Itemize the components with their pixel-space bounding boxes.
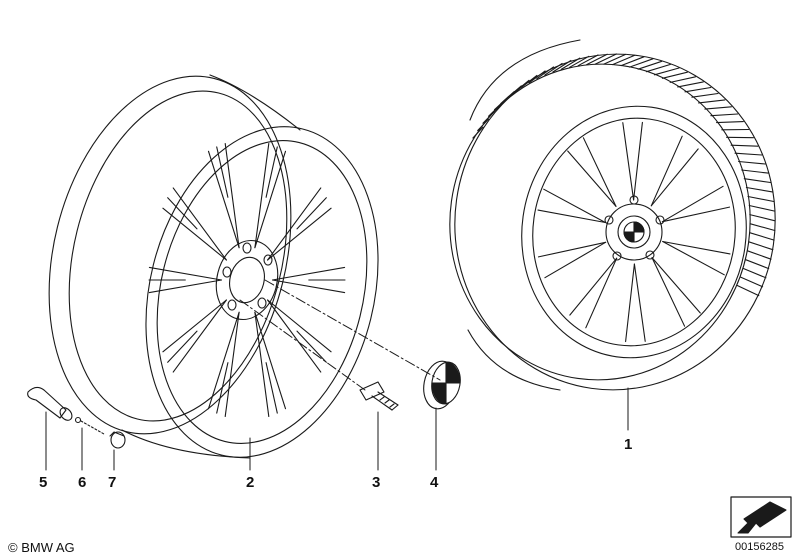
leader-lines [45,279,629,471]
tire-valve-drawing [27,386,73,421]
alloy-rim-drawing [48,74,379,459]
arrow-icon [730,496,792,538]
document-number: 00156285 [735,541,784,553]
wheel-bolt-drawing [359,381,399,411]
callout-1: 1 [624,436,633,453]
callout-7: 7 [108,474,117,491]
hub-cap-drawing [423,360,461,410]
complete-wheel-drawing [449,39,776,391]
copyright-text: © BMW AG [8,540,75,555]
callout-4: 4 [430,474,439,491]
valve-insert-drawing [74,416,105,435]
valve-cap-drawing [109,431,126,449]
bmw-roundel-icon [623,221,645,243]
callout-2: 2 [246,474,255,491]
callout-6: 6 [78,474,87,491]
callout-3: 3 [372,474,381,491]
callout-5: 5 [39,474,48,491]
